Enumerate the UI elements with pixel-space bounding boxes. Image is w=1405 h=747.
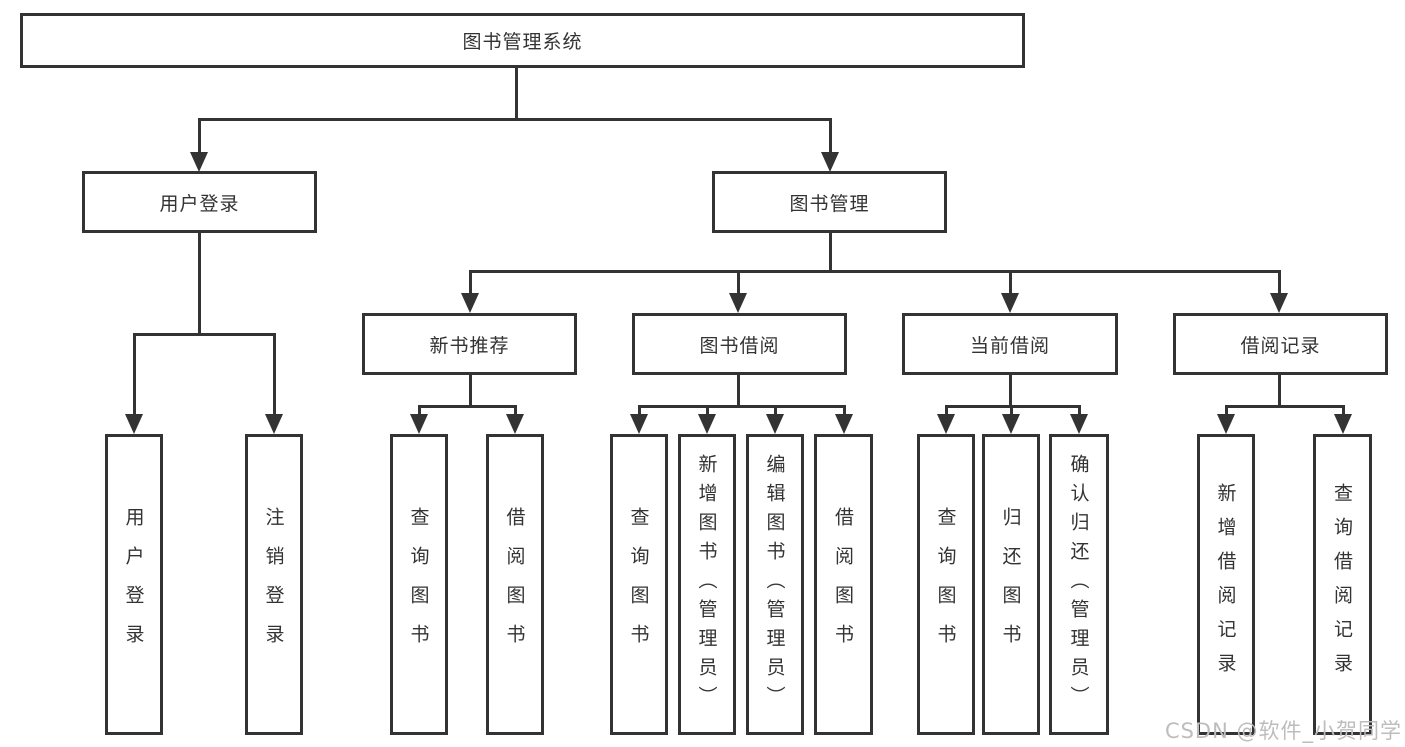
node-new-book-recommendation: 新书推荐 xyxy=(362,313,577,375)
connector-line xyxy=(843,405,846,417)
arrowhead-down-icon xyxy=(506,414,524,434)
leaf-label: 确认归还（管理员） xyxy=(1067,454,1090,715)
arrowhead-down-icon xyxy=(1217,414,1235,434)
leaf-edit-books-admin: 编辑图书（管理员） xyxy=(746,434,804,735)
node-book-borrowing: 图书借阅 xyxy=(632,313,847,375)
arrowhead-down-icon xyxy=(835,414,853,434)
connector-line xyxy=(638,405,846,408)
node-label: 新书推荐 xyxy=(429,334,510,357)
leaf-borrow-books-2: 借阅图书 xyxy=(814,434,873,735)
connector-line xyxy=(1078,405,1081,417)
arrowhead-down-icon xyxy=(821,152,839,172)
connector-line xyxy=(469,374,472,408)
connector-line xyxy=(133,333,136,417)
arrowhead-down-icon xyxy=(461,293,479,313)
arrowhead-down-icon xyxy=(1070,414,1088,434)
connector-line xyxy=(737,270,740,297)
leaf-query-books-3: 查询图书 xyxy=(917,434,975,735)
connector-line xyxy=(1009,270,1012,297)
leaf-add-borrow-record: 新增借阅记录 xyxy=(1197,434,1255,735)
leaf-label: 注销登录 xyxy=(262,506,285,663)
leaf-query-borrow-record: 查询借阅记录 xyxy=(1313,434,1372,735)
leaf-add-books-admin: 新增图书（管理员） xyxy=(678,434,736,735)
connector-line xyxy=(198,232,201,336)
connector-line xyxy=(133,333,276,336)
leaf-label: 用户登录 xyxy=(122,506,145,663)
leaf-logout: 注销登录 xyxy=(245,434,303,735)
connector-line xyxy=(418,405,517,408)
leaf-label: 新增图书（管理员） xyxy=(695,454,718,715)
node-label: 图书借阅 xyxy=(699,334,780,357)
connector-line xyxy=(514,405,517,417)
connector-line xyxy=(1010,405,1013,417)
connector-line xyxy=(1278,374,1281,408)
connector-line xyxy=(829,232,832,273)
connector-line xyxy=(706,405,709,417)
arrowhead-down-icon xyxy=(1334,414,1352,434)
leaf-label: 借阅图书 xyxy=(832,506,854,663)
node-user-login: 用户登录 xyxy=(82,171,317,233)
leaf-user-login: 用户登录 xyxy=(105,434,163,735)
arrowhead-down-icon xyxy=(410,414,428,434)
arrowhead-down-icon xyxy=(729,293,747,313)
leaf-label: 查询借阅记录 xyxy=(1331,482,1353,687)
leaf-query-books-1: 查询图书 xyxy=(390,434,448,735)
connector-line xyxy=(638,405,641,417)
leaf-confirm-return-admin: 确认归还（管理员） xyxy=(1049,434,1109,735)
node-current-borrowing: 当前借阅 xyxy=(902,313,1118,375)
leaf-label: 归还图书 xyxy=(999,506,1022,663)
node-label: 图书管理 xyxy=(789,192,870,215)
leaf-query-books-2: 查询图书 xyxy=(610,434,668,735)
connector-line xyxy=(1278,270,1281,297)
node-label: 当前借阅 xyxy=(969,334,1050,357)
connector-line xyxy=(273,333,276,417)
connector-line xyxy=(418,405,421,417)
leaf-borrow-books-1: 借阅图书 xyxy=(486,434,544,735)
connector-line xyxy=(737,374,740,408)
connector-line xyxy=(1009,374,1012,408)
leaf-label: 新增借阅记录 xyxy=(1214,482,1237,687)
connector-line xyxy=(1225,405,1344,408)
connector-line xyxy=(469,270,472,297)
arrowhead-down-icon xyxy=(698,414,716,434)
arrowhead-down-icon xyxy=(125,414,143,434)
connector-line xyxy=(945,405,948,417)
node-label: 图书管理系统 xyxy=(462,31,583,53)
connector-line xyxy=(198,118,201,156)
leaf-label: 查询图书 xyxy=(627,506,650,663)
node-label: 用户登录 xyxy=(159,192,240,215)
arrowhead-down-icon xyxy=(1002,414,1020,434)
leaf-return-books: 归还图书 xyxy=(982,434,1040,735)
node-book-management: 图书管理 xyxy=(712,171,947,233)
arrowhead-down-icon xyxy=(1270,293,1288,313)
arrowhead-down-icon xyxy=(937,414,955,434)
csdn-watermark: CSDN @软件_小贺同学 xyxy=(1164,719,1402,743)
connector-line xyxy=(198,118,831,121)
connector-line xyxy=(829,118,832,156)
connector-line xyxy=(1225,405,1228,417)
connector-line xyxy=(469,270,1281,273)
leaf-label: 借阅图书 xyxy=(503,506,526,663)
node-library-system: 图书管理系统 xyxy=(20,13,1025,68)
connector-line xyxy=(515,67,518,120)
node-label: 借阅记录 xyxy=(1240,334,1321,357)
leaf-label: 查询图书 xyxy=(934,506,957,663)
arrowhead-down-icon xyxy=(766,414,784,434)
leaf-label: 查询图书 xyxy=(407,506,430,663)
arrowhead-down-icon xyxy=(1001,293,1019,313)
node-borrowing-records: 借阅记录 xyxy=(1173,313,1388,375)
arrowhead-down-icon xyxy=(190,152,208,172)
leaf-label: 编辑图书（管理员） xyxy=(763,454,786,715)
arrowhead-down-icon xyxy=(630,414,648,434)
arrowhead-down-icon xyxy=(265,414,283,434)
connector-line xyxy=(1342,405,1345,417)
connector-line xyxy=(774,405,777,417)
